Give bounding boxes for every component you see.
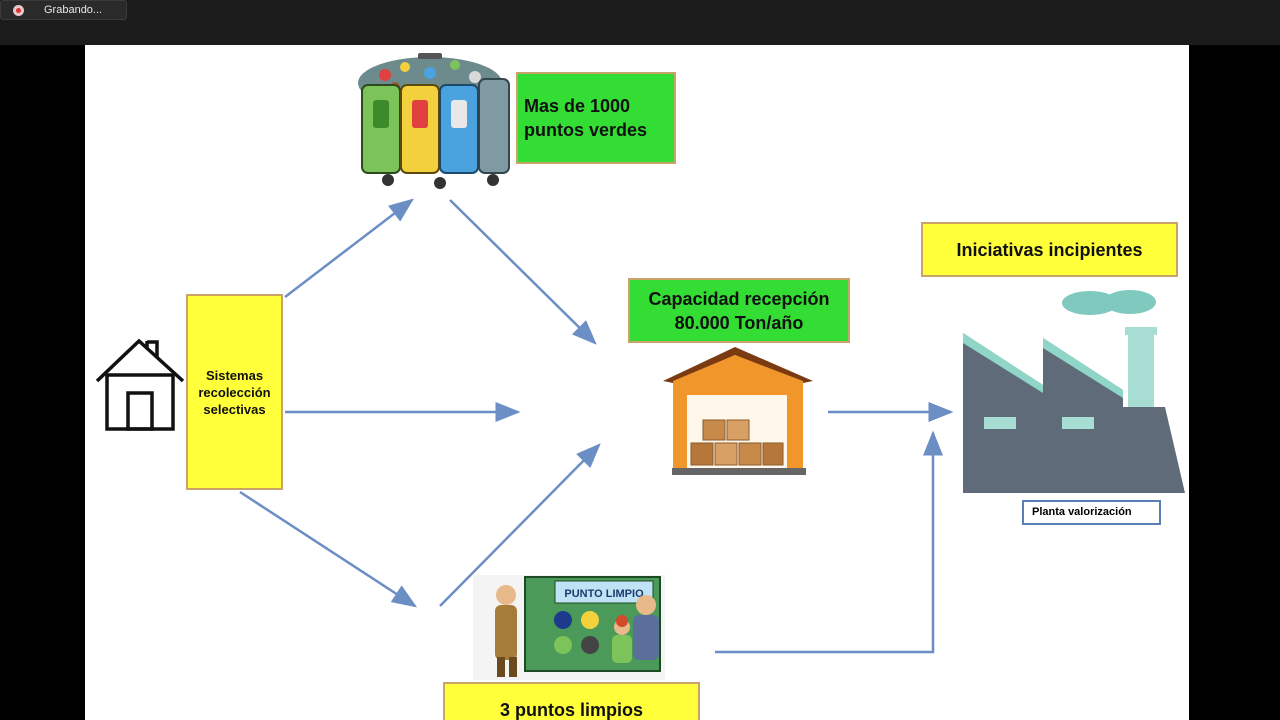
punto-limpio-sign: PUNTO LIMPIO [564,588,644,600]
arrow-puntos-limpios-to-planta [715,430,943,654]
puntos-verdes-box: Mas de 1000 puntos verdes [516,72,676,164]
slide: Mas de 1000 puntos verdes Sistemas recol… [85,45,1189,720]
arrow-puntos-verdes-to-capacidad [449,199,597,345]
warehouse-icon [663,347,813,475]
arrow-sistemas-to-puntos-limpios [239,490,418,608]
capacidad-line2: 80.000 Ton/año [674,312,804,333]
arrows-layer [239,198,954,654]
planta-label: Planta valorización [1022,500,1161,525]
punto-limpio-illustration: PUNTO LIMPIO [473,575,665,680]
arrow-puntos-limpios-to-capacidad [439,443,601,607]
factory-icon [963,290,1185,493]
record-icon [13,5,24,16]
house-icon [95,338,185,431]
recording-indicator[interactable]: Grabando... [0,0,127,20]
meeting-topbar: Grabando... [0,0,1280,45]
sistemas-box: Sistemas recolección selectivas [186,294,283,490]
recording-label: Grabando... [44,4,103,16]
sistemas-text: Sistemas recolección selectivas [198,367,271,417]
puntos-limpios-text: 3 puntos limpios [499,699,643,720]
iniciativas-text: Iniciativas incipientes [956,239,1143,260]
arrow-sistemas-to-puntos-verdes [284,198,414,298]
recycling-bins-illustration [358,53,510,189]
capacidad-box: Capacidad recepción 80.000 Ton/año [628,278,850,343]
puntos-limpios-box: 3 puntos limpios [443,682,700,720]
puntos-verdes-text: Mas de 1000 puntos verdes [524,96,648,140]
iniciativas-box: Iniciativas incipientes [921,222,1178,277]
planta-text: Planta valorización [1032,506,1132,518]
capacidad-line1: Capacidad recepción [648,288,830,309]
